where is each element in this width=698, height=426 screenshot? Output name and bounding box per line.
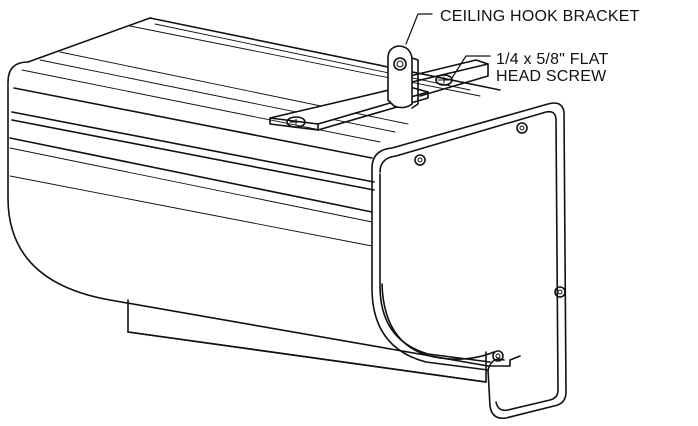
- endcap-screw: [554, 286, 566, 298]
- ceiling-hook-bracket-label: CEILING HOOK BRACKET: [440, 8, 640, 25]
- flat-head-screw-label-line1: 1/4 x 5/8" FLAT: [496, 51, 609, 68]
- endcap-screw: [414, 154, 426, 166]
- bottom-plate: [127, 299, 487, 383]
- flat-head-screw-label-line2: HEAD SCREW: [496, 68, 607, 85]
- end-cap: [371, 102, 567, 420]
- endcap-screw: [516, 122, 528, 134]
- ceiling-hook-bracket: [269, 45, 489, 131]
- housing-body: [7, 17, 521, 367]
- endcap-screw: [492, 350, 504, 362]
- leader-lines: [405, 13, 491, 79]
